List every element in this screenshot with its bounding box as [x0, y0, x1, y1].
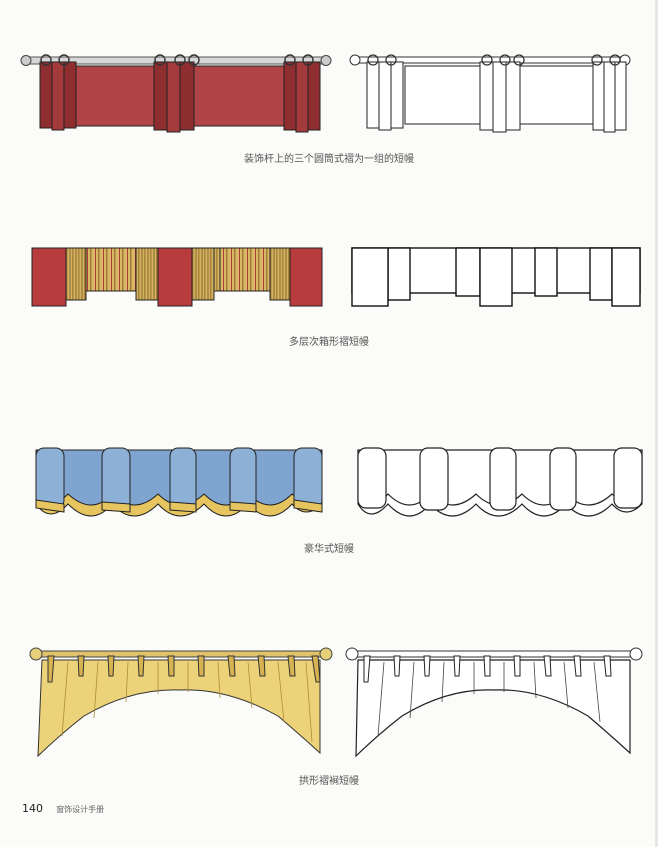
page-spine-edge — [655, 0, 658, 847]
valance-2-line-drawing — [351, 247, 641, 307]
valance-4-line-drawing — [345, 647, 643, 758]
valance-4-caption: 拱形褶裥短幔 — [299, 776, 359, 787]
valance-1-line-drawing — [349, 54, 631, 133]
valance-3-line-drawing — [357, 447, 643, 517]
valance-4-colored-illustration — [29, 647, 333, 758]
valance-1-colored-illustration — [20, 54, 332, 133]
book-title: 窗饰设计手册 — [56, 805, 105, 814]
valance-3-caption: 豪华式短幔 — [304, 544, 354, 555]
valance-1-caption: 装饰杆上的三个圆筒式褶为一组的短幔 — [244, 154, 414, 165]
valance-2-colored-illustration — [31, 247, 323, 307]
page-number: 140 — [22, 802, 43, 815]
valance-3-colored-illustration — [35, 447, 323, 517]
page-footer: 140 窗饰设计手册 — [22, 802, 104, 815]
valance-2-caption: 多层次箱形褶短幔 — [289, 337, 369, 348]
